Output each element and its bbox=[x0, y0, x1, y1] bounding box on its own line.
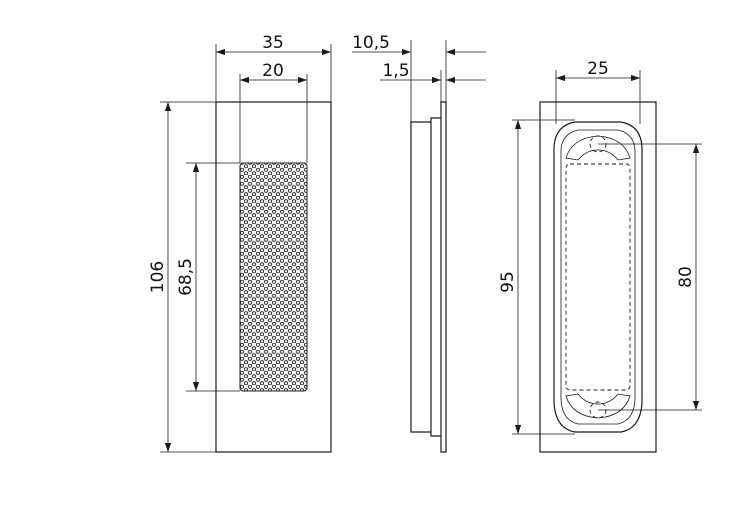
back-body-outline bbox=[553, 121, 643, 433]
front-grip-recess bbox=[239, 162, 308, 392]
back-bottom-lug bbox=[565, 393, 631, 419]
back-outer-plate bbox=[539, 101, 657, 453]
back-top-lug bbox=[565, 135, 631, 161]
dim-label-80: 80 bbox=[676, 266, 696, 288]
side-flange bbox=[440, 101, 447, 453]
back-view: 25 95 80 bbox=[498, 59, 702, 453]
front-outer-plate bbox=[215, 101, 332, 453]
dim-label-10-5: 10,5 bbox=[352, 33, 390, 53]
back-body-inner-edge bbox=[560, 129, 636, 425]
dim-label-1-5: 1,5 bbox=[382, 61, 409, 81]
dim-label-20: 20 bbox=[262, 61, 284, 81]
front-view: 35 20 106 68,5 bbox=[148, 33, 332, 453]
side-view: 10,5 1,5 bbox=[352, 33, 486, 453]
side-body bbox=[410, 121, 431, 433]
dim-label-95: 95 bbox=[498, 271, 518, 293]
dim-label-68-5: 68,5 bbox=[176, 258, 196, 296]
dim-label-25: 25 bbox=[587, 59, 609, 79]
dim-label-35: 35 bbox=[262, 33, 284, 53]
back-hidden-recess bbox=[565, 163, 631, 391]
dim-label-106: 106 bbox=[148, 261, 168, 293]
side-body-step bbox=[430, 117, 441, 437]
